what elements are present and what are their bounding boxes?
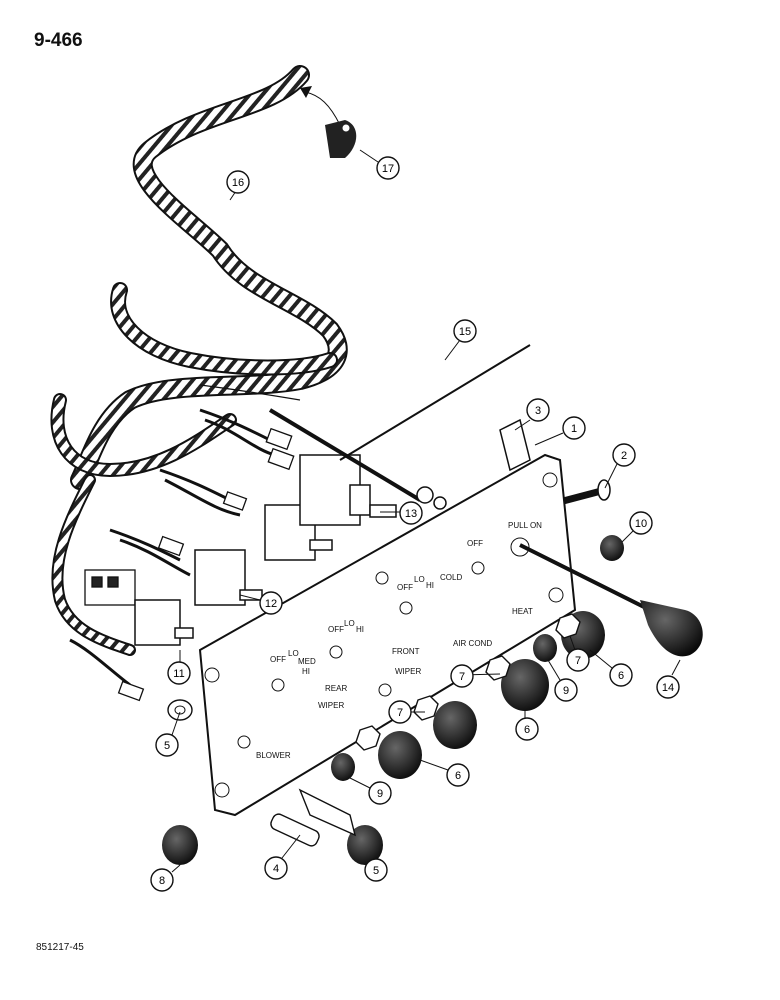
callout-5-fuse-holder: 5	[364, 858, 388, 882]
callout-17: 17	[376, 156, 400, 180]
callout-4: 4	[264, 856, 288, 880]
page-number: 9-466	[34, 30, 83, 51]
label-wiper-rear: WIPER	[318, 701, 344, 710]
svg-text:9: 9	[377, 788, 383, 800]
svg-text:17: 17	[382, 163, 394, 175]
callout-6-right: 6	[609, 663, 633, 687]
svg-text:11: 11	[173, 668, 184, 680]
callout-9-right: 9	[554, 678, 578, 702]
callout-1: 1	[562, 416, 586, 440]
callout-7-middle: 7	[450, 664, 474, 688]
callout-13: 13	[399, 501, 423, 525]
callout-12: 12	[259, 591, 283, 615]
control-panel-plate	[198, 453, 577, 817]
label-wiper-front: WIPER	[395, 667, 421, 676]
callout-5-grommet: 5	[155, 733, 179, 757]
svg-text:9: 9	[563, 685, 569, 697]
figure-code: 851217-45	[36, 942, 84, 953]
svg-text:3: 3	[535, 405, 541, 417]
callout-8: 8	[150, 868, 174, 892]
label-off-rear: OFF	[328, 625, 344, 634]
label-air-cond: AIR COND	[453, 639, 492, 648]
label-blower: BLOWER	[256, 751, 291, 760]
wire-leads	[69, 384, 301, 687]
svg-text:5: 5	[164, 740, 170, 752]
callout-9-left: 9	[368, 781, 392, 805]
svg-text:4: 4	[273, 863, 279, 875]
svg-text:13: 13	[405, 508, 417, 520]
svg-text:7: 7	[575, 655, 581, 667]
svg-text:8: 8	[159, 875, 165, 887]
callout-10: 10	[629, 511, 653, 535]
label-hi-front: HI	[426, 581, 434, 590]
callout-3: 3	[526, 398, 550, 422]
svg-text:6: 6	[524, 724, 530, 736]
label-lo-front: LO	[414, 575, 425, 584]
label-hi-rear: HI	[356, 625, 364, 634]
label-rear: REAR	[325, 684, 347, 693]
svg-text:15: 15	[459, 326, 471, 338]
label-lo-blower: LO	[288, 649, 299, 658]
svg-text:6: 6	[455, 770, 461, 782]
wiring-harness	[50, 65, 348, 656]
callout-7-left: 7	[388, 700, 412, 724]
panel-clip	[499, 418, 531, 472]
control-cable	[268, 344, 531, 510]
label-front: FRONT	[392, 647, 420, 656]
svg-text:6: 6	[618, 670, 624, 682]
svg-text:7: 7	[459, 671, 465, 683]
callout-7-right: 7	[566, 648, 590, 672]
callout-14: 14	[656, 675, 680, 699]
label-hi-blower: HI	[302, 667, 310, 676]
callout-16: 16	[226, 170, 250, 194]
svg-text:5: 5	[373, 865, 379, 877]
callout-11: 11	[167, 661, 191, 685]
svg-text:16: 16	[232, 177, 244, 189]
svg-text:10: 10	[635, 518, 647, 530]
svg-text:2: 2	[621, 450, 627, 462]
callout-6-middle: 6	[515, 717, 539, 741]
harness-clip	[300, 86, 357, 158]
label-cold: COLD	[440, 573, 462, 582]
label-lo-rear: LO	[344, 619, 355, 628]
label-med-blower: MED	[298, 657, 316, 666]
callout-2: 2	[612, 443, 636, 467]
svg-text:14: 14	[662, 682, 674, 694]
svg-text:1: 1	[571, 423, 577, 435]
rotary-switches	[134, 454, 397, 646]
label-heat: HEAT	[512, 607, 533, 616]
label-off-temp: OFF	[467, 539, 483, 548]
svg-text:7: 7	[397, 707, 403, 719]
callout-6-left: 6	[446, 763, 470, 787]
callout-15: 15	[453, 319, 477, 343]
label-off-front: OFF	[397, 583, 413, 592]
label-off-blower: OFF	[270, 655, 286, 664]
control-knobs	[162, 535, 703, 865]
label-pull-on: PULL ON	[508, 521, 542, 530]
svg-text:12: 12	[265, 598, 277, 610]
wire-connectors	[84, 427, 295, 702]
